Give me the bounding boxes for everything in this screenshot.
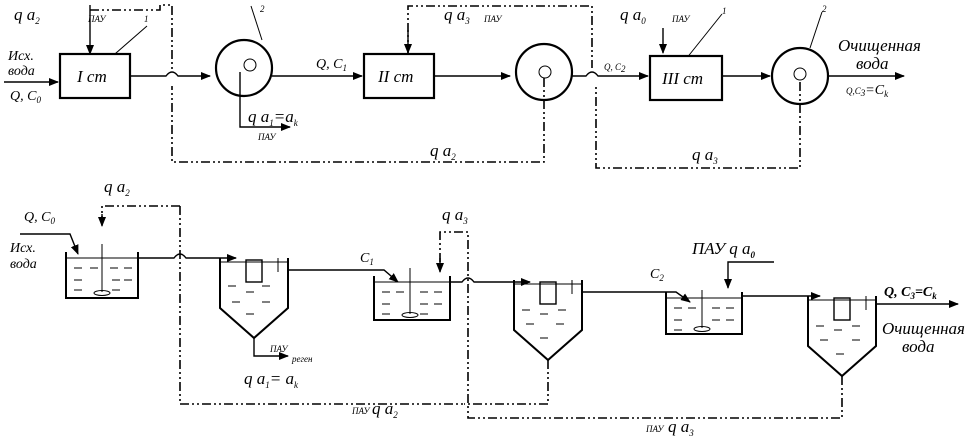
top-pau-recirc-line-2: [90, 4, 173, 70]
bottom-regen-label: реген: [291, 354, 313, 364]
top-q-a0-label: q a0: [620, 5, 646, 26]
bottom-c2-label: C2: [650, 267, 664, 283]
bottom-flow-s2-to-t3: [582, 291, 691, 303]
top-output-label-1: Очищенная: [838, 36, 921, 55]
top-flow-sep2-to-3: [572, 71, 649, 80]
top-qa1-label: q a1=ak: [248, 107, 299, 128]
top-q-a3-return-label: q a3: [692, 145, 718, 166]
top-scheme: q a2 ПАУ 1 Исх. вода Q, C0 I ст 2 q a1=a…: [4, 4, 921, 169]
bottom-ret-a3-label: q a3: [668, 417, 694, 438]
top-pau-a0-label: ПАУ: [671, 14, 690, 24]
callout-leader-2b: [809, 11, 823, 49]
bottom-flow-s1-to-t2: [288, 269, 399, 283]
separator-2-core: [538, 65, 552, 79]
bottom-scheme: q a2 Q, C0 Исх. вода: [9, 177, 965, 438]
bottom-pau-in-line: [101, 205, 180, 228]
top-sep1-out-arrow: [239, 72, 291, 131]
top-q-c1-label: Q, C1: [316, 57, 347, 73]
top-output-flow-label: Q,C3=Ck: [846, 83, 889, 99]
mixer-tank-1-dashes: [74, 267, 132, 291]
bottom-in-q-a2-label: q a2: [104, 177, 130, 198]
bottom-output-label-2: вода: [902, 337, 935, 356]
top-return-a2-line: [171, 78, 545, 163]
top-output-label-2: вода: [856, 54, 889, 73]
mixer-1-impeller: [93, 290, 111, 296]
mixer-tank-2: [373, 276, 451, 321]
callout-1b: 1: [722, 6, 727, 16]
mixer-tank-2-dashes: [382, 291, 442, 315]
callout-2b: 2: [822, 4, 827, 14]
stage-3-label: III ст: [661, 69, 703, 88]
bottom-ret-a2-label: q a2: [372, 399, 398, 420]
callout-2a: 2: [260, 4, 265, 14]
top-source-label-2: вода: [8, 64, 35, 79]
bottom-return-a2-left: [179, 206, 464, 405]
top-pau-label-1: ПАУ: [87, 14, 106, 24]
top-source-label-1: Исх.: [7, 49, 34, 64]
stage-2-box: [362, 52, 436, 100]
bottom-ret-a2-pau: ПАУ: [351, 406, 370, 416]
bottom-output-label-1: Очищенная: [882, 319, 965, 338]
mixer-tank-1: [65, 252, 139, 299]
bottom-c1-label: C1: [360, 251, 374, 267]
mixer-2-impeller: [401, 312, 419, 318]
top-q-a2-return-label: q a2: [430, 141, 456, 162]
callout-leader-2a: [250, 5, 263, 41]
bottom-return-a3-right: [800, 376, 843, 419]
bottom-flow-t1-to-s1: [138, 253, 237, 262]
bottom-output-flow-label: Q, C3=Ck: [884, 285, 937, 301]
bottom-pau-a0-arrow: [724, 261, 774, 289]
top-source-flow-label: Q, C0: [10, 89, 41, 105]
bottom-return-a2-right: [464, 360, 549, 405]
separator-1: [214, 38, 274, 98]
callout-1a: 1: [144, 14, 149, 24]
bottom-s1-sludge-arrow: [253, 338, 289, 360]
bottom-pau-a0-label: ПАУ q a0: [691, 239, 756, 260]
stage-1-label: I ст: [76, 67, 107, 86]
top-q-c2-label: Q, C2: [604, 62, 626, 74]
separator-3-core: [793, 67, 807, 81]
bottom-source-label-2: вода: [10, 257, 37, 272]
mixer-3-impeller: [693, 326, 711, 332]
settler-2-inlet-well: [539, 281, 557, 305]
bottom-pau-reg-label: ПАУ: [269, 344, 288, 354]
top-pau-a3-top-label: ПАУ: [483, 14, 502, 24]
bottom-source-arrow: [20, 233, 79, 255]
stage-1-box: [58, 52, 132, 100]
top-q-a3-top-label: q a3: [444, 5, 470, 26]
top-flow-1-to-sep1: [130, 71, 211, 80]
bottom-flow-t2-to-s2: [450, 277, 531, 286]
bottom-q-a3-label: q a3: [442, 205, 468, 226]
top-pau-reg-label: ПАУ: [257, 132, 276, 142]
settler-3-inlet-well: [833, 297, 851, 321]
settler-1-inlet-well: [245, 259, 263, 283]
top-return-a3-line: [595, 82, 801, 169]
stage-3-box: [648, 54, 724, 102]
top-in-q-a2-label: q a2: [14, 5, 40, 26]
bottom-qa1-label: q a1= ak: [244, 369, 299, 390]
settler-1-dashes: [228, 285, 270, 315]
bottom-return-a3-line: [439, 231, 800, 419]
mixer-tank-3-dashes: [674, 307, 734, 331]
bottom-source-label-1: Исх.: [9, 241, 36, 256]
bottom-source-flow-label: Q, C0: [24, 210, 55, 226]
stage-2-label: II ст: [377, 67, 413, 86]
separator-1-core: [243, 58, 257, 72]
settler-2-dashes: [522, 309, 566, 339]
settler-3-dashes: [816, 325, 860, 355]
mixer-tank-3: [665, 292, 743, 335]
bottom-ret-a3-pau: ПАУ: [645, 424, 664, 434]
